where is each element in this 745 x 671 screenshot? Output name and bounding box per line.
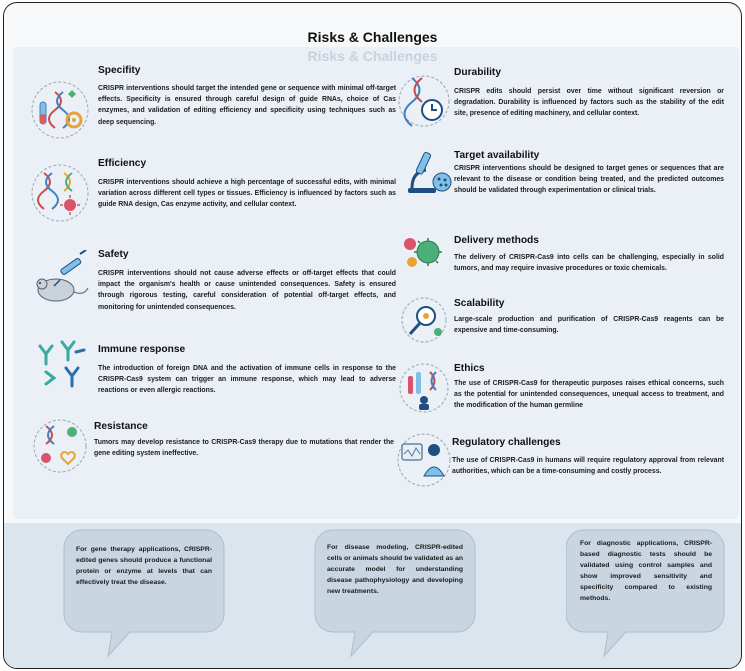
ethics-lab-icon: [399, 363, 449, 413]
item-heading: Efficiency: [98, 158, 147, 169]
bubble-shape: [566, 529, 725, 658]
item-text: Large-scale production and purification …: [454, 316, 724, 335]
item-text: The use of CRISPR-Cas9 for therapeutic p…: [454, 380, 724, 410]
figure-title-shadow: Risks & Challenges: [307, 48, 438, 64]
item-text: The delivery of CRISPR-Cas9 into cells c…: [454, 254, 724, 273]
item-heading: Scalability: [454, 298, 505, 309]
bubble-text: For diagnostic applications, CRISPR-base…: [580, 540, 712, 602]
item-text: CRISPR interventions should be designed …: [454, 165, 724, 195]
doctor-monitor-icon: [397, 433, 451, 487]
content-panel: [13, 47, 739, 519]
figure-title: Risks & Challenges: [307, 29, 438, 45]
item-heading: Ethics: [454, 363, 485, 374]
item-text: CRISPR interventions should achieve a hi…: [98, 179, 396, 209]
item-text: The introduction of foreign DNA and the …: [98, 365, 396, 395]
antibody-icon: [38, 340, 86, 388]
lab-dna-gear-icon: [31, 81, 89, 139]
item-text: CRISPR interventions should not cause ad…: [98, 270, 396, 311]
bubble-shape: [314, 529, 476, 658]
mouse-syringe-icon: [36, 250, 89, 302]
item-heading: Target availability: [454, 150, 540, 161]
item-heading: Specifity: [98, 65, 141, 76]
bubble-text: For gene therapy applications, CRISPR-ed…: [76, 546, 212, 586]
item-text: The use of CRISPR-Cas9 in humans will re…: [452, 457, 724, 476]
bubble-text: For disease modeling, CRISPR-edited cell…: [327, 544, 463, 595]
bubble-shape: [63, 529, 225, 658]
item-heading: Immune response: [98, 344, 186, 355]
item-heading: Durability: [454, 67, 501, 78]
virus-cluster-icon: [404, 238, 442, 267]
item-text: Tumors may develop resistance to CRISPR-…: [94, 439, 394, 458]
item-heading: Delivery methods: [454, 235, 539, 246]
item-text: CRISPR interventions should target the i…: [98, 85, 396, 126]
microscope-icon: [408, 151, 452, 193]
dna-clock-icon: [398, 75, 450, 127]
item-text: CRISPR edits should persist over time wi…: [454, 88, 724, 118]
item-heading: Safety: [98, 249, 129, 260]
item-heading: Regulatory challenges: [452, 437, 561, 448]
dna-virus-icon: [31, 164, 89, 222]
item-heading: Resistance: [94, 421, 148, 432]
dna-heart-icon: [33, 419, 87, 473]
magnifier-cells-icon: [401, 297, 447, 343]
